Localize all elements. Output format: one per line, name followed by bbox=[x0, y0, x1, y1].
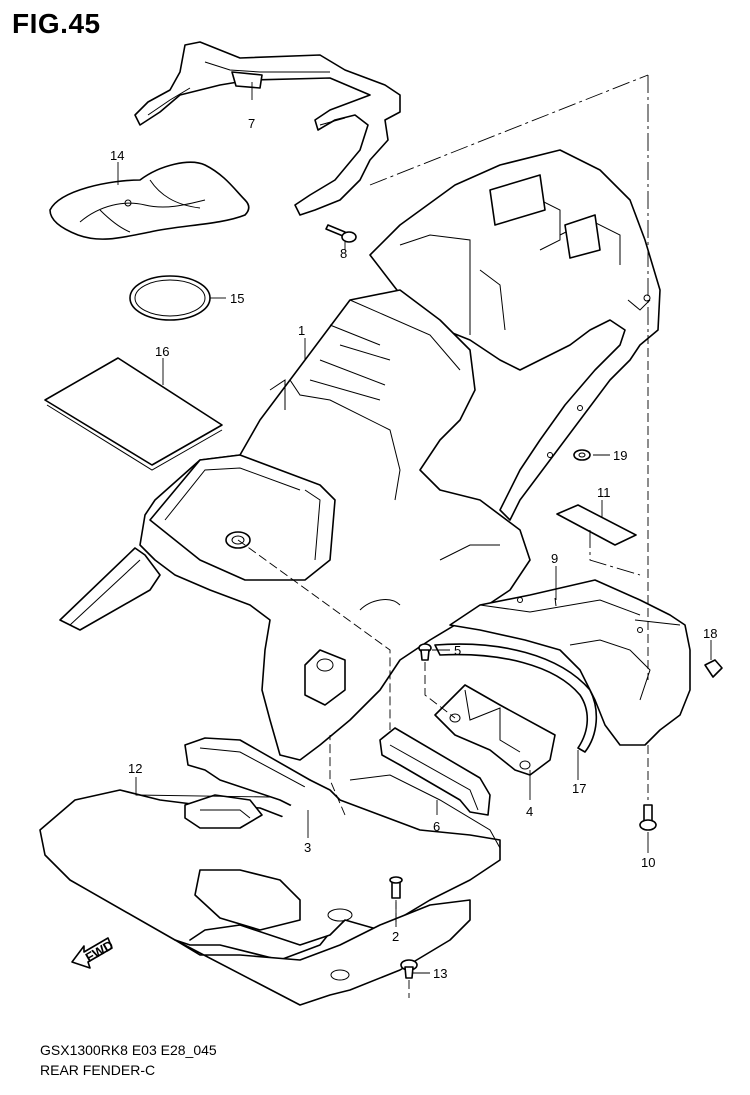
callout-8: 8 bbox=[340, 246, 347, 261]
part-9-tail-housing bbox=[449, 579, 691, 746]
callout-5: 5 bbox=[454, 643, 461, 658]
fwd-label: FWD bbox=[83, 937, 116, 965]
figure-caption: GSX1300RK8 E03 E28_045 REAR FENDER-C bbox=[40, 1040, 217, 1080]
part-13-screw bbox=[400, 959, 418, 979]
callout-13: 13 bbox=[433, 966, 447, 981]
figure-title: FIG.45 bbox=[12, 8, 101, 39]
callout-4: 4 bbox=[526, 804, 533, 819]
callout-17: 17 bbox=[572, 781, 586, 796]
part-7-grab-rail bbox=[134, 41, 401, 216]
callout-9: 9 bbox=[551, 551, 558, 566]
part-8-bolt bbox=[325, 224, 357, 243]
callout-3: 3 bbox=[304, 840, 311, 855]
callout-10: 10 bbox=[641, 855, 655, 870]
part-15-ring bbox=[129, 275, 211, 321]
part-12-undertray bbox=[39, 774, 501, 1006]
callout-18: 18 bbox=[703, 626, 717, 641]
callout-19: 19 bbox=[613, 448, 627, 463]
fwd-arrow-icon: FWD bbox=[71, 937, 116, 969]
callout-11: 11 bbox=[597, 485, 611, 500]
callout-2: 2 bbox=[392, 929, 399, 944]
callout-6: 6 bbox=[433, 819, 440, 834]
part-17-strip bbox=[434, 643, 598, 753]
fender-side-tab bbox=[59, 547, 161, 631]
callout-1: 1 bbox=[298, 323, 305, 338]
part-14-seat-cover bbox=[49, 161, 250, 240]
figure-name: REAR FENDER-C bbox=[40, 1062, 156, 1078]
fender-upper bbox=[369, 149, 661, 521]
model-code: GSX1300RK8 E03 E28_045 bbox=[40, 1042, 217, 1058]
part-10-bolt bbox=[639, 804, 657, 831]
part-16-sheet bbox=[44, 357, 223, 466]
part-2-bolt bbox=[389, 876, 403, 899]
callout-12: 12 bbox=[128, 761, 142, 776]
callout-16: 16 bbox=[155, 344, 169, 359]
callout-14: 14 bbox=[110, 148, 124, 163]
part-5-clip bbox=[418, 643, 432, 661]
part-19-grommet bbox=[573, 449, 591, 461]
callout-15: 15 bbox=[230, 291, 244, 306]
part-6-bracket bbox=[379, 727, 491, 816]
part-18-bulb bbox=[704, 659, 723, 678]
part-11-pad bbox=[556, 504, 637, 546]
part-4-plate-bracket bbox=[434, 684, 556, 776]
callout-7: 7 bbox=[248, 116, 255, 131]
